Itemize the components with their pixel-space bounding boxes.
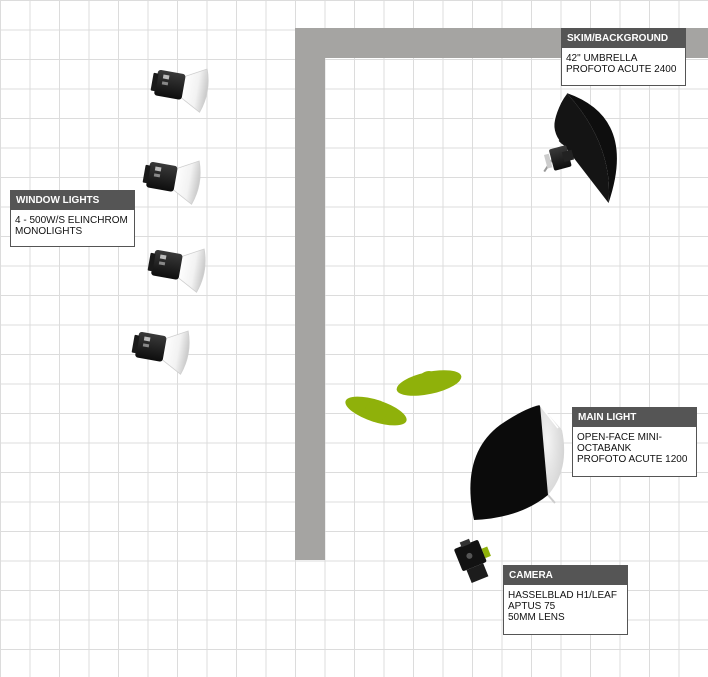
monolight-icon — [144, 239, 209, 294]
skim-background-title: SKIM/BACKGROUND — [562, 29, 685, 48]
camera-line-3: 50MM LENS — [508, 612, 565, 623]
skim-background-details: 42" UMBRELLA PROFOTO ACUTE 2400 — [562, 48, 685, 79]
monolight-icon — [128, 321, 193, 376]
window-lights-title: WINDOW LIGHTS — [11, 191, 134, 210]
person-icon — [345, 396, 407, 426]
main-light-details: OPEN-FACE MINI- OCTABANK PROFOTO ACUTE 1… — [573, 427, 696, 469]
window-line-1: 4 - 500W/S ELINCHROM — [15, 215, 128, 226]
camera-icon — [454, 538, 491, 583]
skim-background-label: SKIM/BACKGROUND 42" UMBRELLA PROFOTO ACU… — [561, 28, 686, 86]
main-line-2: OCTABANK — [577, 443, 632, 454]
window-lights-details: 4 - 500W/S ELINCHROM MONOLIGHTS — [11, 210, 134, 241]
subjects — [345, 370, 462, 426]
window-line-2: MONOLIGHTS — [15, 226, 83, 237]
main-line-3: PROFOTO ACUTE 1200 — [577, 454, 688, 465]
wall-left — [295, 28, 325, 560]
camera-details: HASSELBLAD H1/LEAF APTUS 75 50MM LENS — [504, 585, 627, 627]
main-line-1: OPEN-FACE MINI- — [577, 432, 663, 443]
umbrella-icon — [543, 92, 617, 203]
camera-title: CAMERA — [504, 566, 627, 585]
person-icon — [396, 370, 462, 396]
camera-label: CAMERA HASSELBLAD H1/LEAF APTUS 75 50MM … — [503, 565, 628, 635]
octabank-icon — [470, 404, 565, 520]
camera-line-1: HASSELBLAD H1/LEAF — [508, 590, 617, 601]
skim-line-1: 42" UMBRELLA — [566, 53, 638, 64]
skim-line-2: PROFOTO ACUTE 2400 — [566, 64, 677, 75]
main-light-title: MAIN LIGHT — [573, 408, 696, 427]
monolight-icon — [147, 59, 212, 114]
window-lights — [128, 59, 212, 376]
window-lights-label: WINDOW LIGHTS 4 - 500W/S ELINCHROM MONOL… — [10, 190, 135, 247]
camera-line-2: APTUS 75 — [508, 601, 556, 612]
main-light-label: MAIN LIGHT OPEN-FACE MINI- OCTABANK PROF… — [572, 407, 697, 477]
monolight-icon — [139, 151, 204, 206]
